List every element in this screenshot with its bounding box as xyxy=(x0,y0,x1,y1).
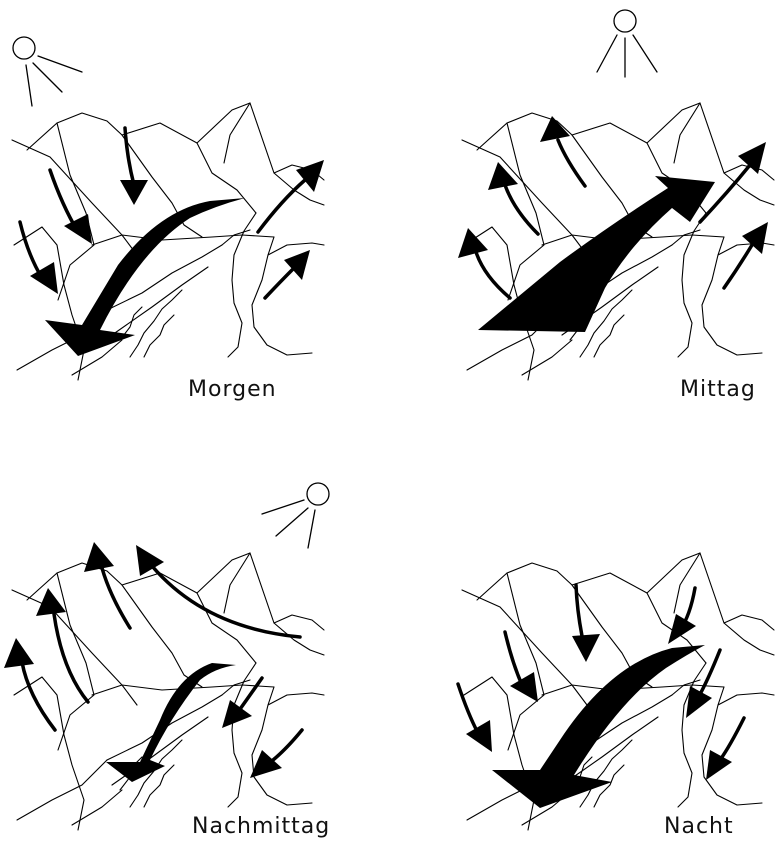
upslope-arrow xyxy=(136,545,300,637)
upslope-arrow xyxy=(265,250,310,298)
panel-nacht xyxy=(458,490,774,830)
panel-label-nacht: Nacht xyxy=(664,814,734,839)
upslope-arrow xyxy=(36,588,88,702)
valley-wind-arrow xyxy=(106,663,236,782)
valley-wind-arrow xyxy=(478,176,715,332)
panel-morgen xyxy=(12,37,324,380)
sun-icon xyxy=(262,483,329,548)
panel-nachmittag xyxy=(4,483,329,830)
downslope-arrow xyxy=(706,718,744,780)
moon-icon xyxy=(600,490,632,532)
downslope-arrow xyxy=(668,588,696,644)
panel-label-morgen: Morgen xyxy=(188,377,277,402)
mountain-landscape xyxy=(12,553,324,830)
panel-label-mittag: Mittag xyxy=(680,377,756,402)
upslope-arrow xyxy=(724,222,768,288)
sun-icon xyxy=(597,10,657,77)
upslope-arrow xyxy=(488,162,538,234)
panel-label-nachmittag: Nachmittag xyxy=(192,814,330,839)
mountain-landscape xyxy=(12,103,324,380)
valley-wind-arrow xyxy=(492,645,705,808)
upslope-arrow xyxy=(258,160,324,232)
panel-mittag xyxy=(458,10,774,380)
downslope-arrow xyxy=(50,170,92,244)
downslope-arrow xyxy=(572,585,600,662)
downslope-arrow xyxy=(20,222,58,294)
downslope-arrow xyxy=(250,730,302,778)
downslope-arrow xyxy=(120,128,148,205)
downslope-arrow xyxy=(458,684,492,752)
sun-icon xyxy=(13,37,82,106)
